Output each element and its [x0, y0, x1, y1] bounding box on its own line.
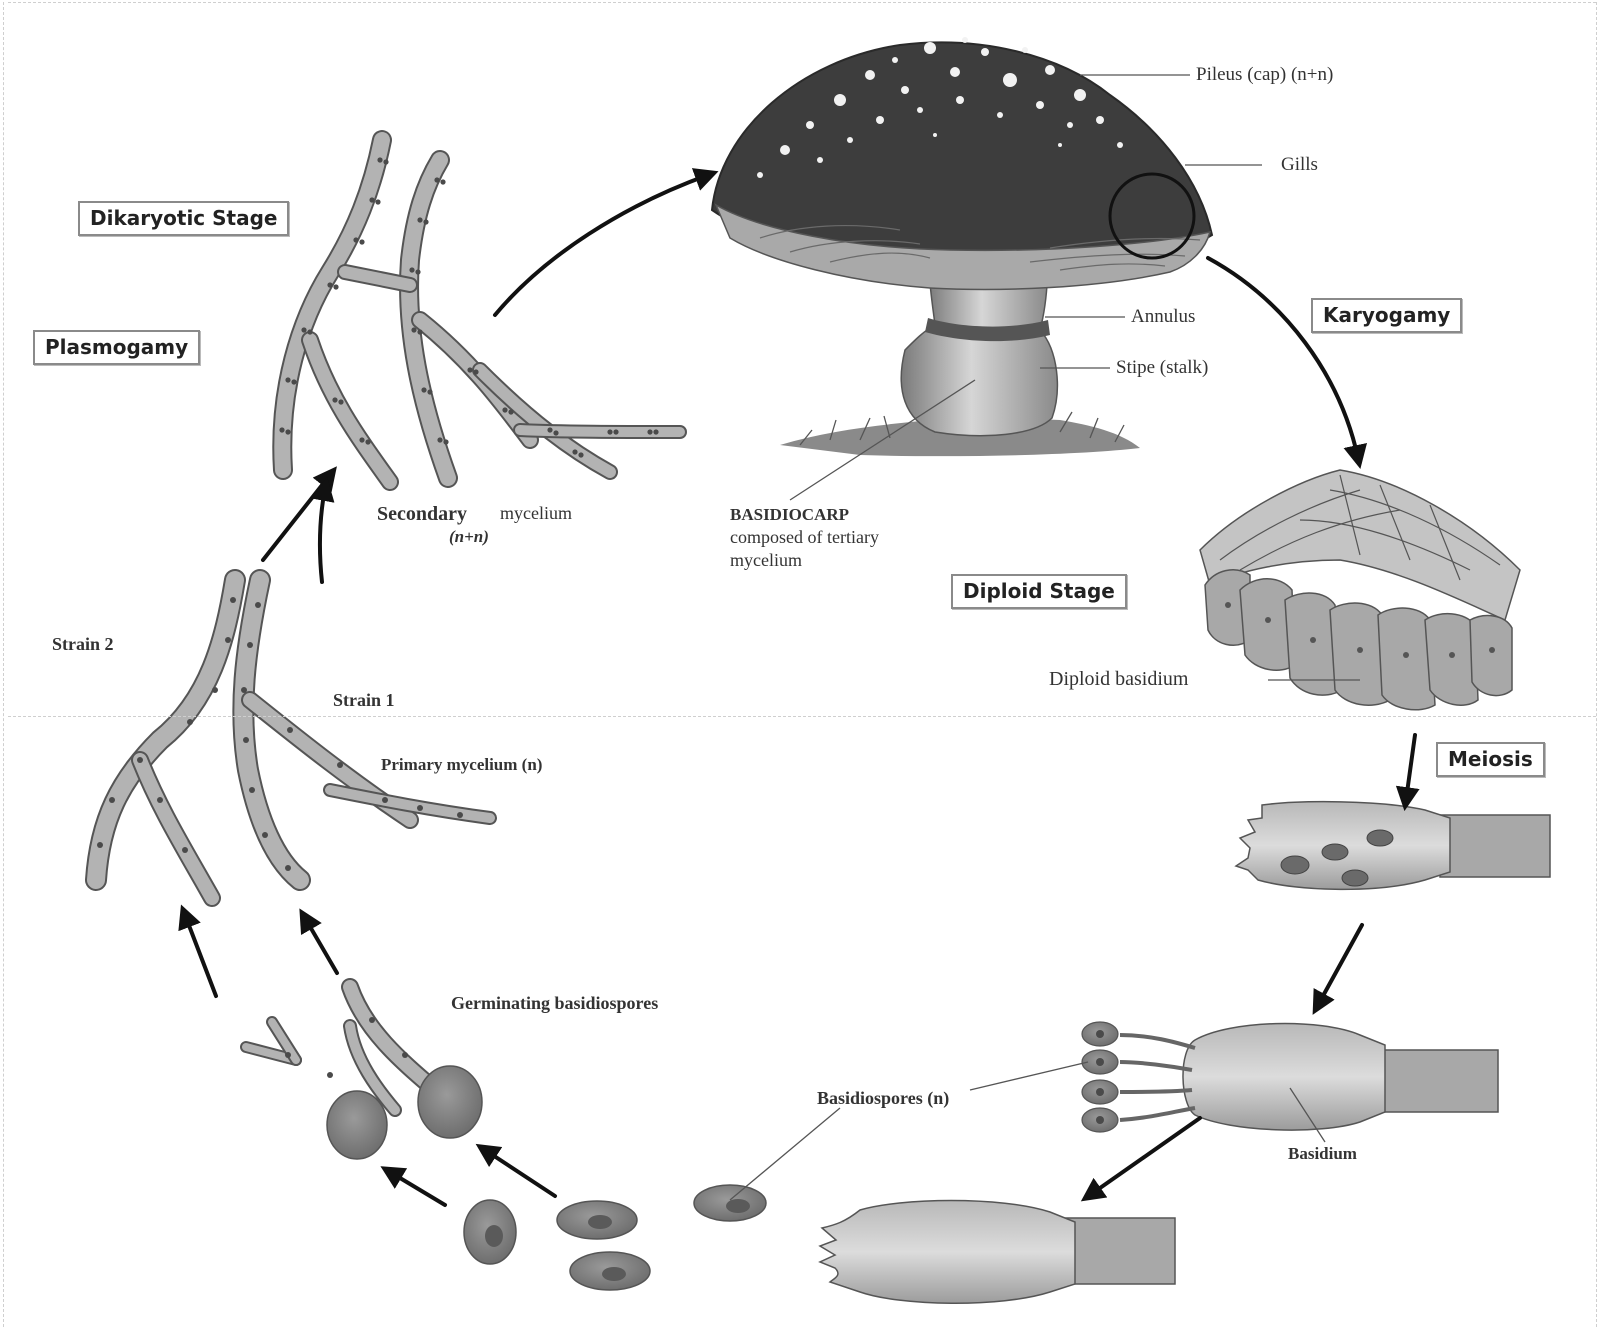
- mushroom-basidiocarp: [710, 37, 1214, 457]
- stage-karyogamy-label: Karyogamy: [1311, 298, 1463, 333]
- label-basidiospores: Basidiospores (n): [817, 1088, 950, 1108]
- label-germinating-basidiospores: Germinating basidiospores: [451, 993, 659, 1013]
- label-pileus: Pileus (cap) (n+n): [1196, 64, 1334, 85]
- basidium-empty: [818, 1199, 1176, 1304]
- label-basidium: Basidium: [1288, 1144, 1357, 1163]
- cycle-arrows: [178, 168, 1420, 1207]
- basidium-with-spores: [1081, 1021, 1499, 1133]
- germinating-spores: [240, 978, 483, 1160]
- basidium-meiosis: [1234, 800, 1551, 891]
- stage-dikaryotic-label: Dikaryotic Stage: [78, 201, 290, 236]
- basidial-layer: [1199, 469, 1521, 711]
- label-secondary-3: (n+n): [449, 527, 489, 546]
- stage-diploid-label: Diploid Stage: [951, 574, 1127, 609]
- leader-lines: [729, 74, 1360, 1201]
- label-secondary-2: mycelium: [500, 503, 572, 523]
- label-stipe: Stipe (stalk): [1116, 357, 1209, 378]
- label-secondary-1: Secondary: [377, 503, 467, 525]
- label-gills: Gills: [1281, 154, 1318, 175]
- label-basidiocarp-2: composed of tertiary: [730, 527, 879, 547]
- label-primary-mycelium: Primary mycelium (n): [381, 755, 543, 774]
- label-basidiocarp-3: mycelium: [730, 550, 802, 570]
- secondary-mycelium: [272, 130, 687, 491]
- label-diploid-basidium: Diploid basidium: [1049, 668, 1189, 690]
- primary-mycelium: [85, 569, 497, 907]
- stage-meiosis-label: Meiosis: [1436, 742, 1545, 777]
- label-strain-2: Strain 2: [52, 634, 114, 654]
- label-annulus: Annulus: [1131, 306, 1196, 327]
- label-strain-1: Strain 1: [333, 690, 395, 710]
- stage-plasmogamy-label: Plasmogamy: [33, 330, 201, 365]
- label-basidiocarp-1: BASIDIOCARP: [730, 505, 850, 524]
